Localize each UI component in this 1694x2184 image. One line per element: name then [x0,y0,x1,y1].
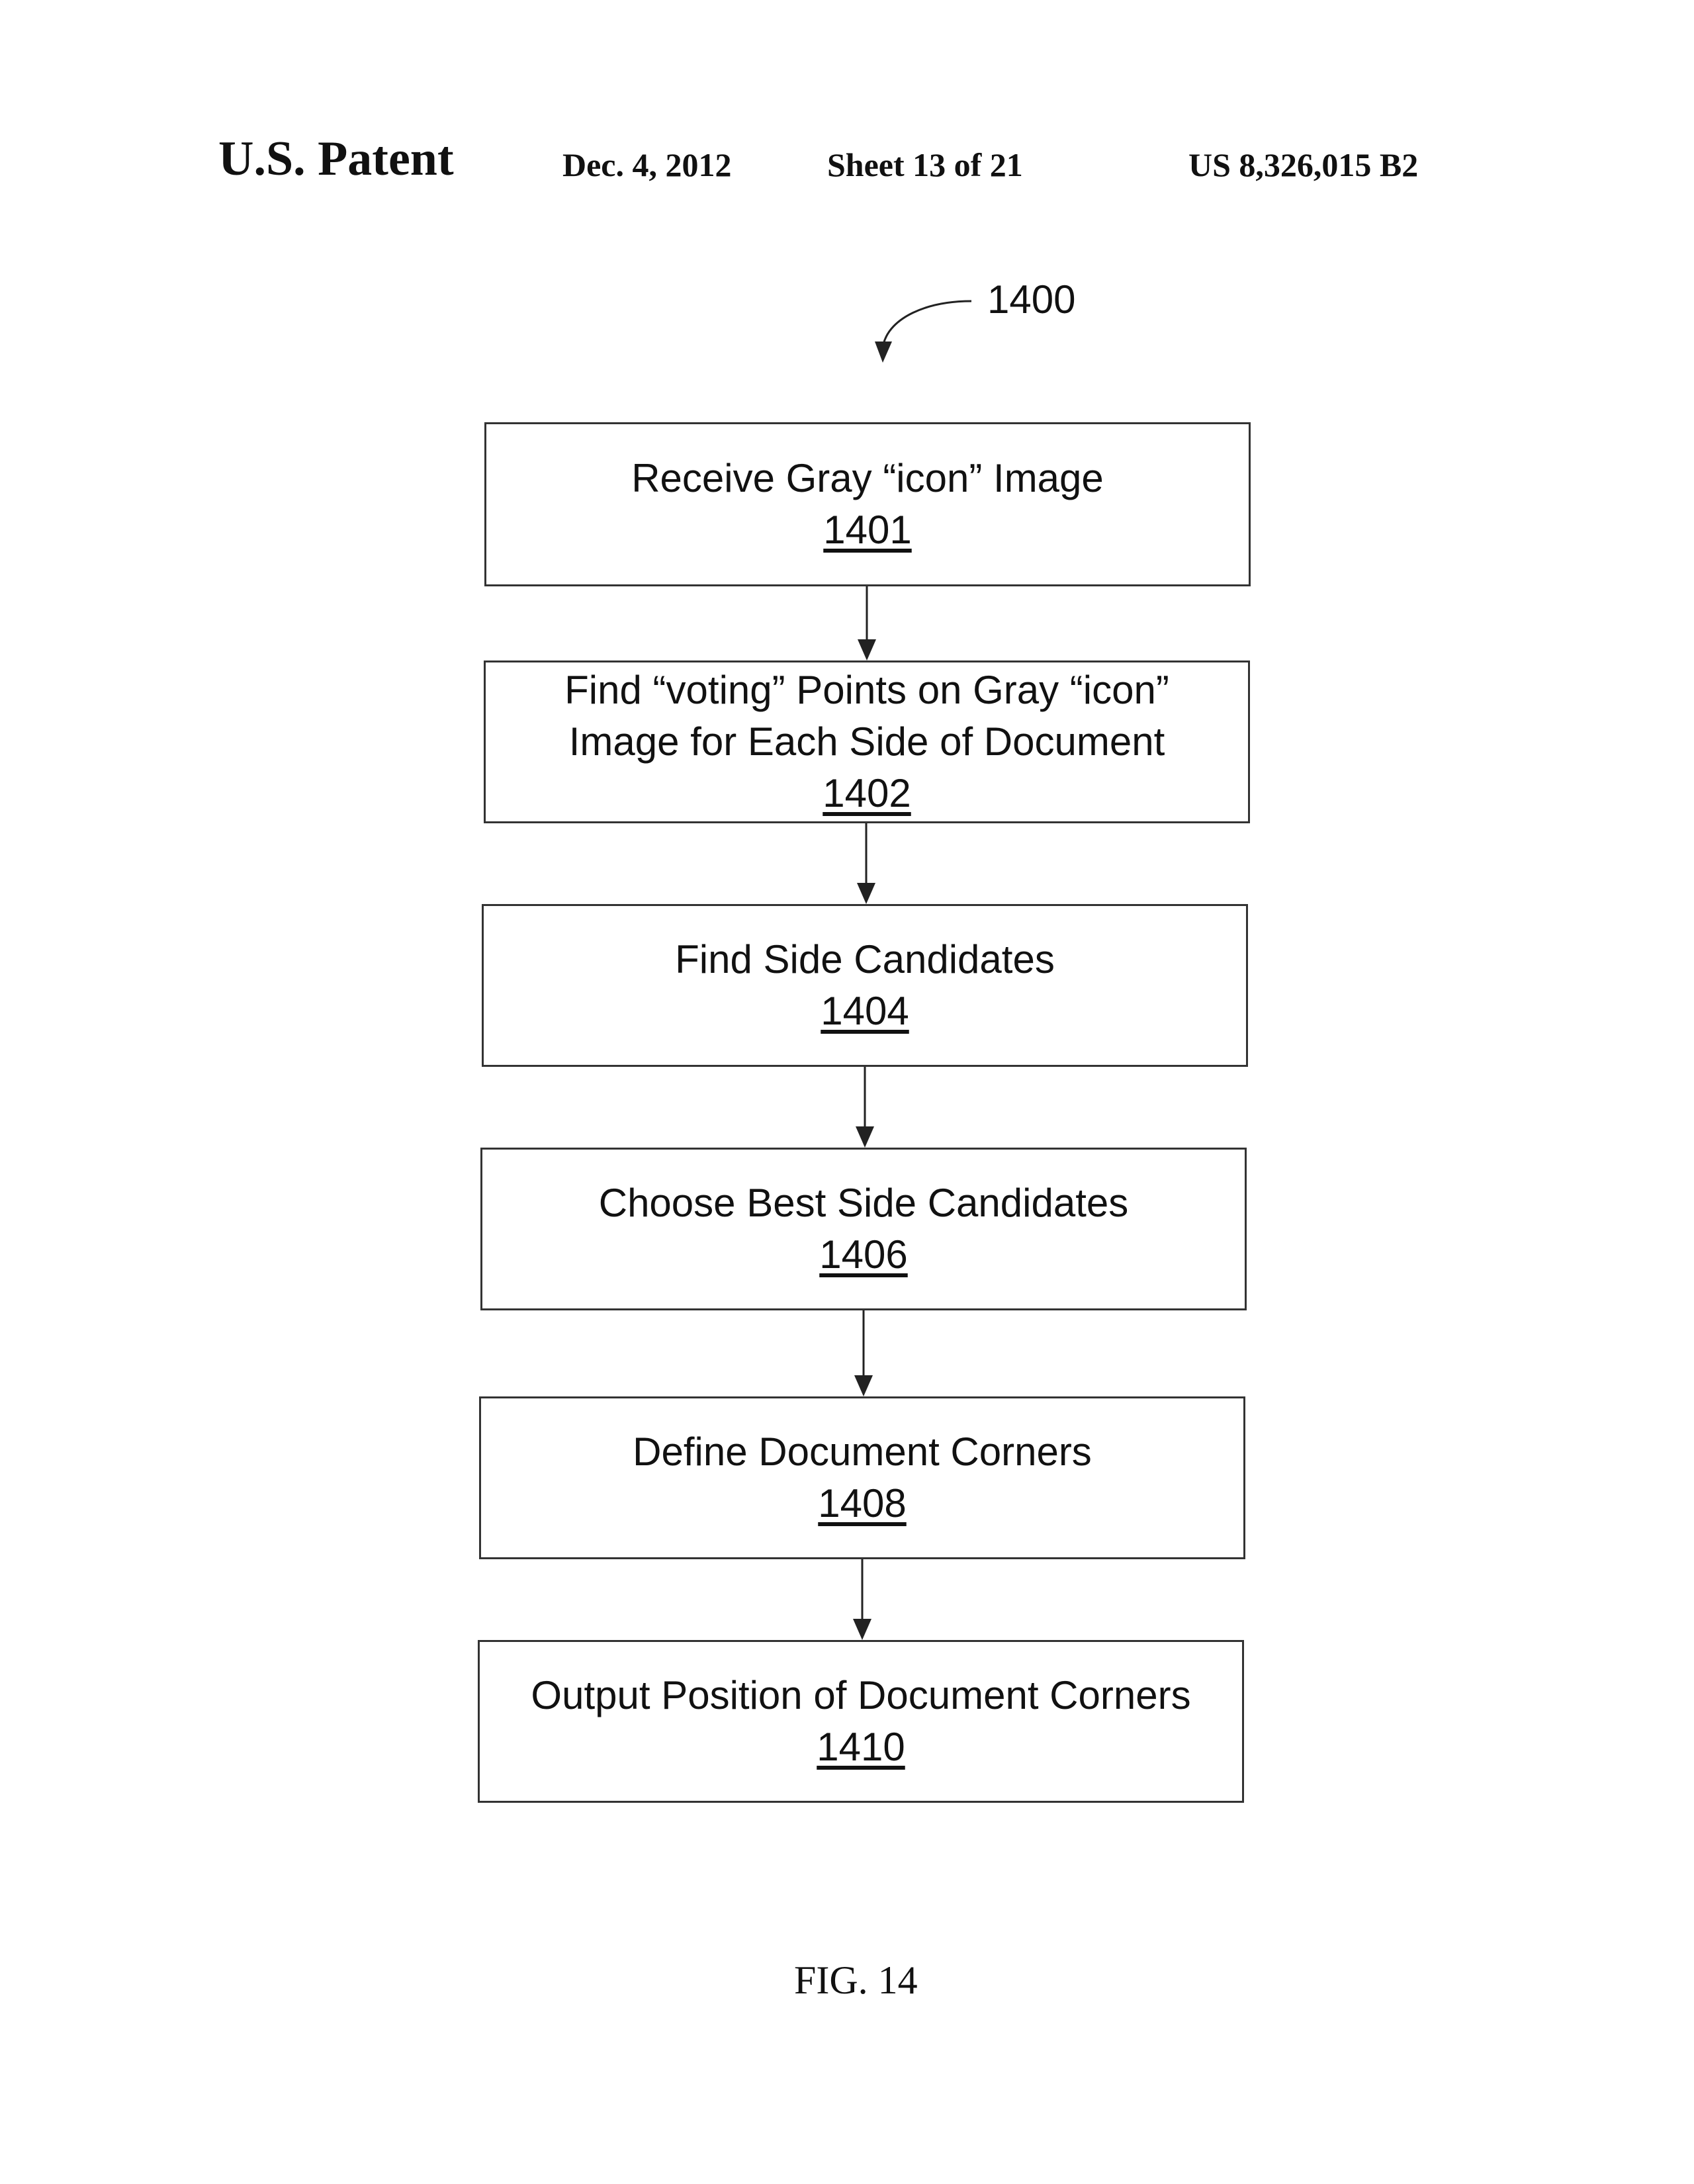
step-box-1406: Choose Best Side Candidates 1406 [480,1148,1247,1310]
arrowhead-1406 [856,1126,874,1148]
step-label: Find “voting” Points on Gray “icon” Imag… [564,668,1169,764]
reference-arrowhead [875,341,892,363]
step-box-1402: Find “voting” Points on Gray “icon” Imag… [484,660,1250,823]
patent-number: US 8,326,015 B2 [1188,146,1419,183]
step-number: 1402 [823,771,911,815]
step-label: Find Side Candidates [675,937,1055,981]
step-label: Choose Best Side Candidates [598,1181,1129,1225]
step-label: Define Document Corners [633,1430,1092,1474]
step-box-1401: Receive Gray “icon” Image 1401 [484,422,1251,586]
step-number: 1408 [818,1481,907,1525]
figure-label: FIG. 14 [794,1958,918,2002]
step-box-1410: Output Position of Document Corners 1410 [478,1640,1244,1803]
arrowhead-1404 [857,883,875,904]
step-number: 1410 [817,1725,905,1769]
diagram-reference-numeral: 1400 [987,277,1076,322]
sheet-number: Sheet 13 of 21 [827,146,1023,183]
arrowhead-1402 [858,639,876,660]
step-box-1404: Find Side Candidates 1404 [482,904,1248,1067]
reference-curved-arrow [882,300,972,345]
step-label: Output Position of Document Corners [531,1673,1191,1717]
step-box-1408: Define Document Corners 1408 [479,1396,1245,1559]
step-number: 1406 [819,1232,908,1277]
step-number: 1401 [823,508,912,552]
arrowhead-1408 [854,1375,873,1396]
patent-date: Dec. 4, 2012 [562,146,732,183]
arrowhead-1410 [853,1619,871,1640]
patent-title: U.S. Patent [218,132,454,186]
step-number: 1404 [821,989,909,1033]
step-label: Receive Gray “icon” Image [631,456,1104,500]
